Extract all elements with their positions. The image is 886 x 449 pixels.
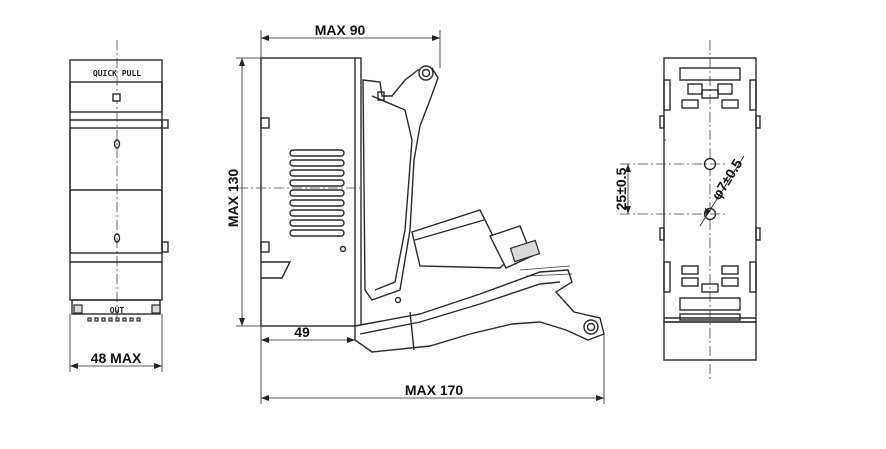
dim-width-side-bottom: MAX 170 — [405, 382, 464, 398]
dim-height-side: MAX 130 — [225, 169, 241, 228]
back-view: 25±0.5 φ7±0.5 — [613, 40, 761, 380]
dim-hole-spacing: 25±0.5 — [613, 167, 629, 210]
dim-width-side-top: MAX 90 — [315, 22, 366, 38]
side-view: MAX 90 MAX 130 49 MAX 170 — [225, 22, 605, 404]
dim-offset-bottom: 49 — [294, 324, 310, 340]
out-label: OUT — [110, 306, 125, 315]
dim-width-front: 48 MAX — [91, 350, 142, 366]
quick-pull-label: QUICK PULL — [93, 69, 141, 78]
front-view: QUICK PULL OUT 48 MAX — [69, 40, 169, 372]
